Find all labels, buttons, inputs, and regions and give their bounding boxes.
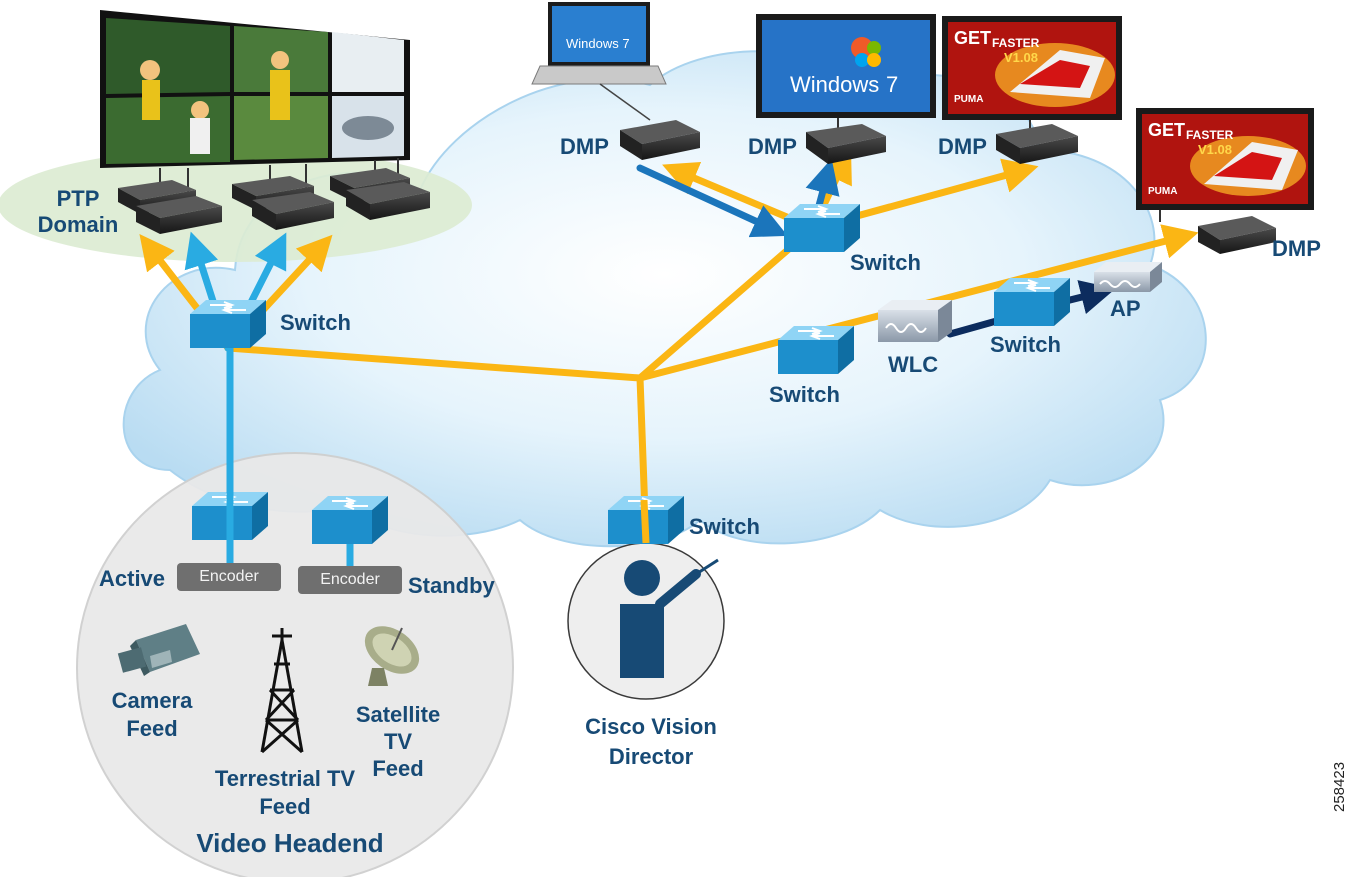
ad-brand: PUMA [954, 94, 984, 105]
monitor-icon [756, 14, 936, 130]
switch-icon [784, 204, 860, 252]
figure-id: 258423 [1331, 761, 1348, 812]
ptp-domain-line2: Domain [37, 212, 119, 237]
ad-version: V1.08 [1004, 50, 1038, 65]
standby-label: Standby [408, 573, 495, 598]
ad2-headline-2: FASTER [1186, 128, 1234, 142]
camera-icon [117, 624, 200, 676]
camera-feed-line2: Feed [126, 716, 178, 741]
monitor-screen-text: Windows [790, 72, 880, 97]
director-label: Cisco Vision Director [566, 714, 736, 770]
ap-label: AP [1110, 296, 1141, 321]
ptp-domain-label: PTP Domain [26, 186, 130, 238]
digital-signage-icon [1136, 108, 1314, 222]
dmp-device-icon [136, 196, 222, 234]
laptop-screen-text: Windows 7 [566, 36, 630, 51]
video-headend-label: Video Headend [196, 828, 384, 858]
director-line2: Director [608, 744, 694, 769]
wlc-label: WLC [888, 352, 939, 377]
switch-icon [778, 326, 854, 374]
wlc-icon [878, 300, 952, 342]
encoder-standby: Encoder [298, 566, 402, 594]
satellite-line2: TV [383, 729, 413, 754]
terrestrial-line1: Terrestrial TV [214, 766, 356, 791]
switch-icon [608, 496, 684, 544]
dmp-laptop-label: DMP [560, 134, 609, 159]
switch-icon [312, 496, 388, 544]
digital-signage-icon [942, 16, 1122, 132]
ad2-headline-1: GET [1148, 120, 1186, 140]
dmp-right-label: DMP [1272, 236, 1321, 261]
terrestrial-feed-label: Terrestrial TV Feed [205, 766, 365, 820]
ad-headline-1: GET [954, 28, 992, 48]
terrestrial-line2: Feed [259, 794, 311, 819]
satellite-line1: Satellite [355, 702, 441, 727]
dmp-windows-label: DMP [748, 134, 797, 159]
monitor-screen-number: 7 [886, 72, 899, 97]
ptp-domain-line1: PTP [56, 186, 100, 211]
ad2-version: V1.08 [1198, 142, 1232, 157]
video-headend-area [76, 452, 514, 877]
dmp-device-icon [252, 192, 334, 230]
satellite-dish-icon [364, 626, 420, 686]
switch-wlc-label: Switch [990, 332, 1061, 357]
ad2-brand: PUMA [1148, 186, 1178, 197]
switch-director-label: Switch [689, 514, 760, 539]
director-line1: Cisco Vision [585, 714, 717, 739]
dmp-ad-label: DMP [938, 134, 987, 159]
dmp-device-icon [806, 124, 886, 164]
video-wall-icon [100, 10, 410, 196]
switch-icon [994, 278, 1070, 326]
switch-icon [190, 300, 266, 348]
director-uplink [640, 499, 650, 544]
presenter-icon [620, 558, 719, 678]
dmp-device-icon [1198, 216, 1276, 254]
dmp-device-icon [620, 120, 700, 160]
dmp-device-icon [346, 182, 430, 220]
encoder-active: Encoder [177, 563, 281, 591]
active-label: Active [99, 566, 166, 591]
dmp-device-icon [996, 124, 1078, 164]
satellite-feed-label: Satellite TV Feed [348, 702, 448, 782]
ad-headline-2: FASTER [992, 36, 1040, 50]
laptop-icon [531, 2, 667, 121]
switch-mid-label: Switch [769, 382, 840, 407]
access-point-icon [1094, 262, 1162, 292]
broadcast-tower-icon [260, 628, 304, 754]
switch-ptp-label: Switch [280, 310, 351, 335]
switch-top-label: Switch [850, 250, 921, 275]
satellite-line3: Feed [372, 756, 424, 781]
ptp-dmp-devices [118, 168, 430, 234]
camera-feed-line1: Camera [111, 688, 193, 713]
camera-feed-label: Camera Feed [100, 688, 204, 742]
